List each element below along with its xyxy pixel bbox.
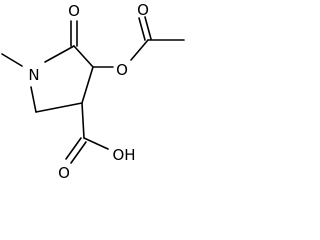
ester-oxygen-label: O <box>116 61 128 79</box>
bond-acid-double-2 <box>70 141 87 164</box>
acetyl-oxygen-label: O <box>137 1 149 19</box>
bond-ring-ch-carbonyl-carbon <box>73 45 94 68</box>
ketone-oxygen-label: O <box>68 2 80 20</box>
bond-ring-ch-ch <box>81 66 94 104</box>
chemical-structure: N O O O OH O <box>1 1 185 182</box>
acid-hydroxyl-label: OH <box>112 146 135 164</box>
bond-ester-oxygen-carbonyl <box>130 39 149 61</box>
bond-ring-acid-carbon <box>81 102 85 139</box>
bond-n-carbonyl-carbon <box>44 45 75 63</box>
bond-acid-hydroxyl <box>83 137 109 150</box>
bond-acid-double-1 <box>65 137 82 160</box>
nitrogen-label: N <box>28 66 39 84</box>
bond-acetyl-double-1 <box>138 17 146 41</box>
bond-ring-ch2-ch <box>35 102 83 113</box>
bond-n-ring-ch2 <box>30 86 37 113</box>
bond-n-methyl <box>1 53 23 67</box>
bond-acetyl-double-2 <box>144 16 152 40</box>
acid-oxygen-label: O <box>58 164 70 182</box>
